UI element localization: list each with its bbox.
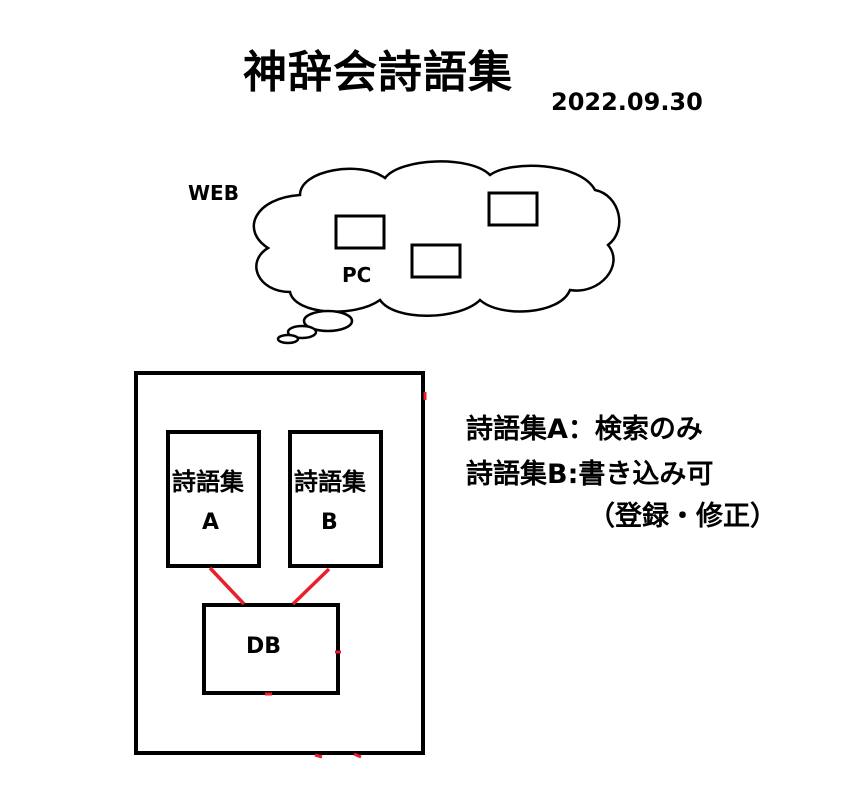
legend-line-b: 詩語集B:書き込み可 [466,459,714,490]
shigoshu-a-box [166,430,261,568]
red-mark [314,753,323,759]
red-mark [353,752,362,759]
db-label: DB [246,634,282,659]
date-label: 2022.09.30 [551,88,703,116]
shigoshu-b-label: 詩語集 [294,468,366,496]
pc-box-2 [487,191,539,227]
shigoshu-a-letter: A [202,510,220,535]
legend-line-a: 詩語集A：検索のみ [466,414,703,445]
shigoshu-a-label: 詩語集 [172,468,244,496]
server-frame [134,371,425,755]
thought-bubble-small [276,333,300,345]
pc-box-3 [410,243,462,279]
legend-line-b-detail: （登録・修正） [588,501,777,532]
web-label: WEB [188,181,239,205]
thought-bubble-large [302,309,354,333]
connector-a-db [208,566,246,606]
web-cloud [252,160,621,317]
shigoshu-b-letter: B [321,510,338,535]
pc-label: PC [342,263,372,287]
page-title: 神辞会詩語集 [243,47,513,98]
shigoshu-b-box [288,430,383,568]
pc-box-1 [334,214,386,250]
connector-b-db [291,567,331,606]
